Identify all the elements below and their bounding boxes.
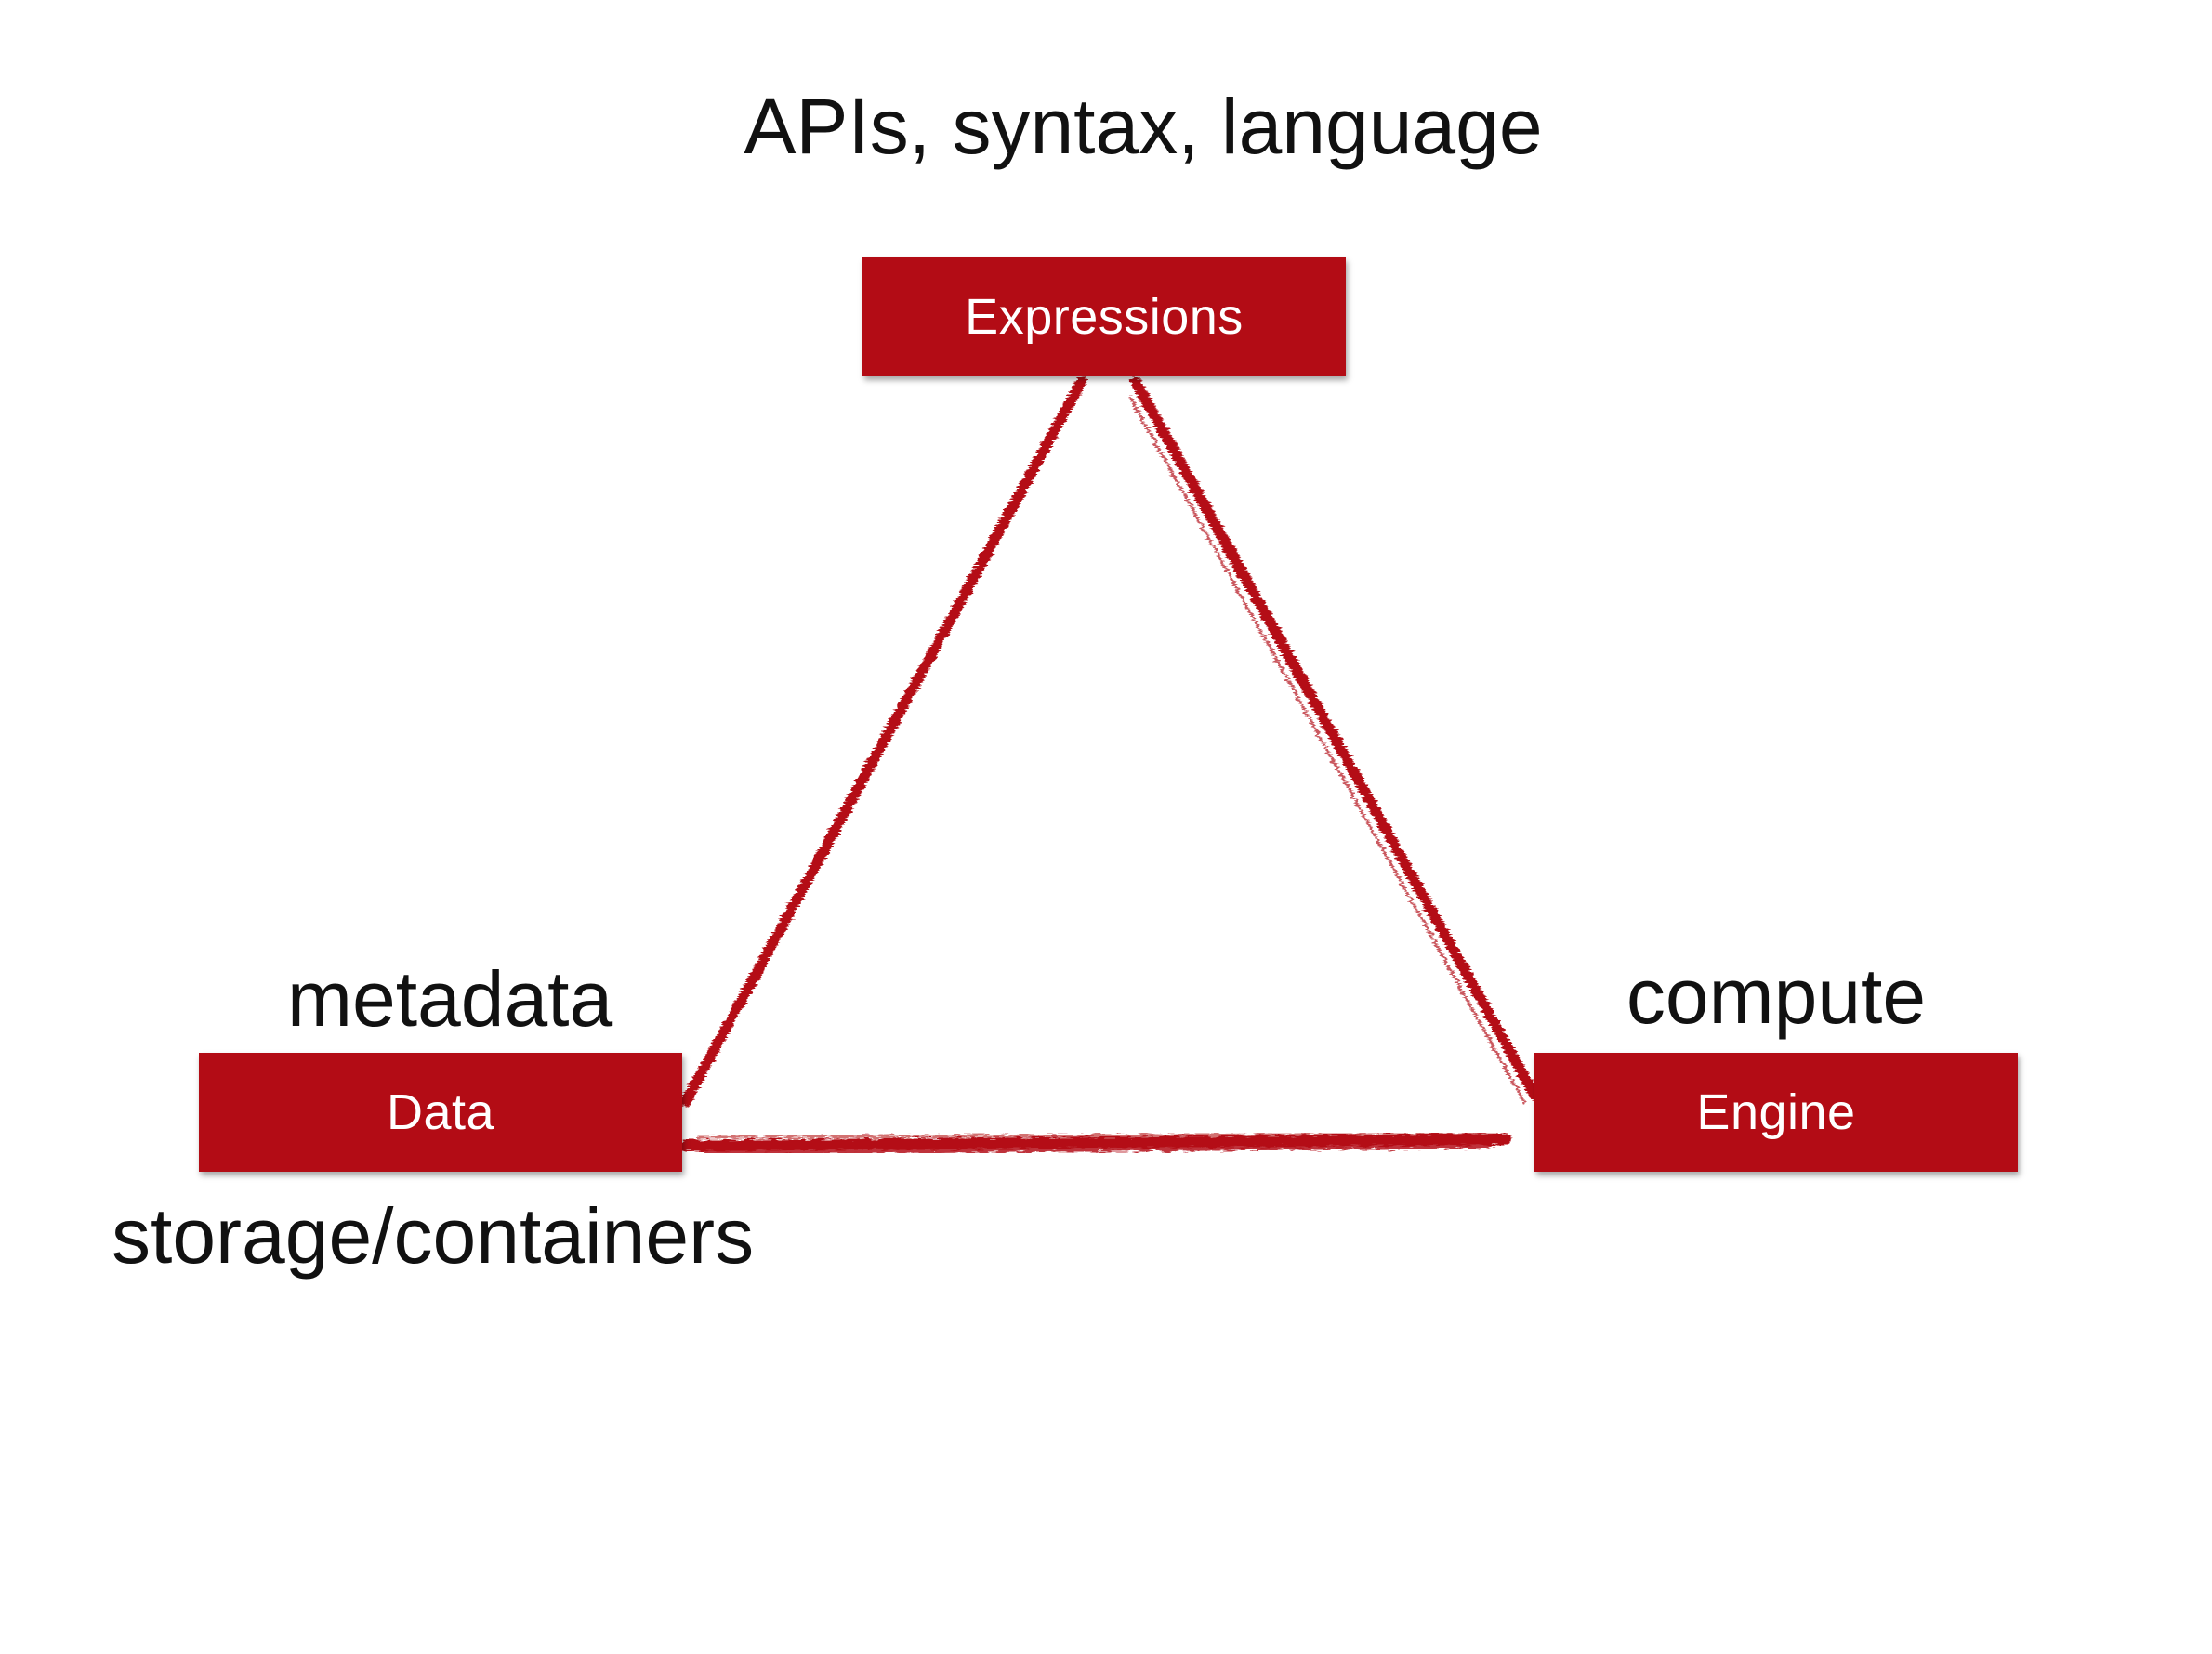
engine-label: Engine xyxy=(1696,1084,1856,1140)
edge-data-expressions xyxy=(678,375,1087,1109)
data-box: Data xyxy=(199,1053,682,1172)
engine-box: Engine xyxy=(1534,1053,2018,1172)
storage-containers-label: storage/containers xyxy=(112,1192,755,1280)
edge-expressions-engine xyxy=(1128,377,1541,1104)
edge-data-engine xyxy=(680,1132,1511,1155)
top-label: APIs, syntax, language xyxy=(744,83,1543,170)
expressions-box: Expressions xyxy=(862,257,1346,376)
expressions-label: Expressions xyxy=(965,289,1244,345)
compute-label: compute xyxy=(1626,952,1927,1040)
data-label: Data xyxy=(386,1084,495,1140)
metadata-label: metadata xyxy=(287,955,613,1043)
